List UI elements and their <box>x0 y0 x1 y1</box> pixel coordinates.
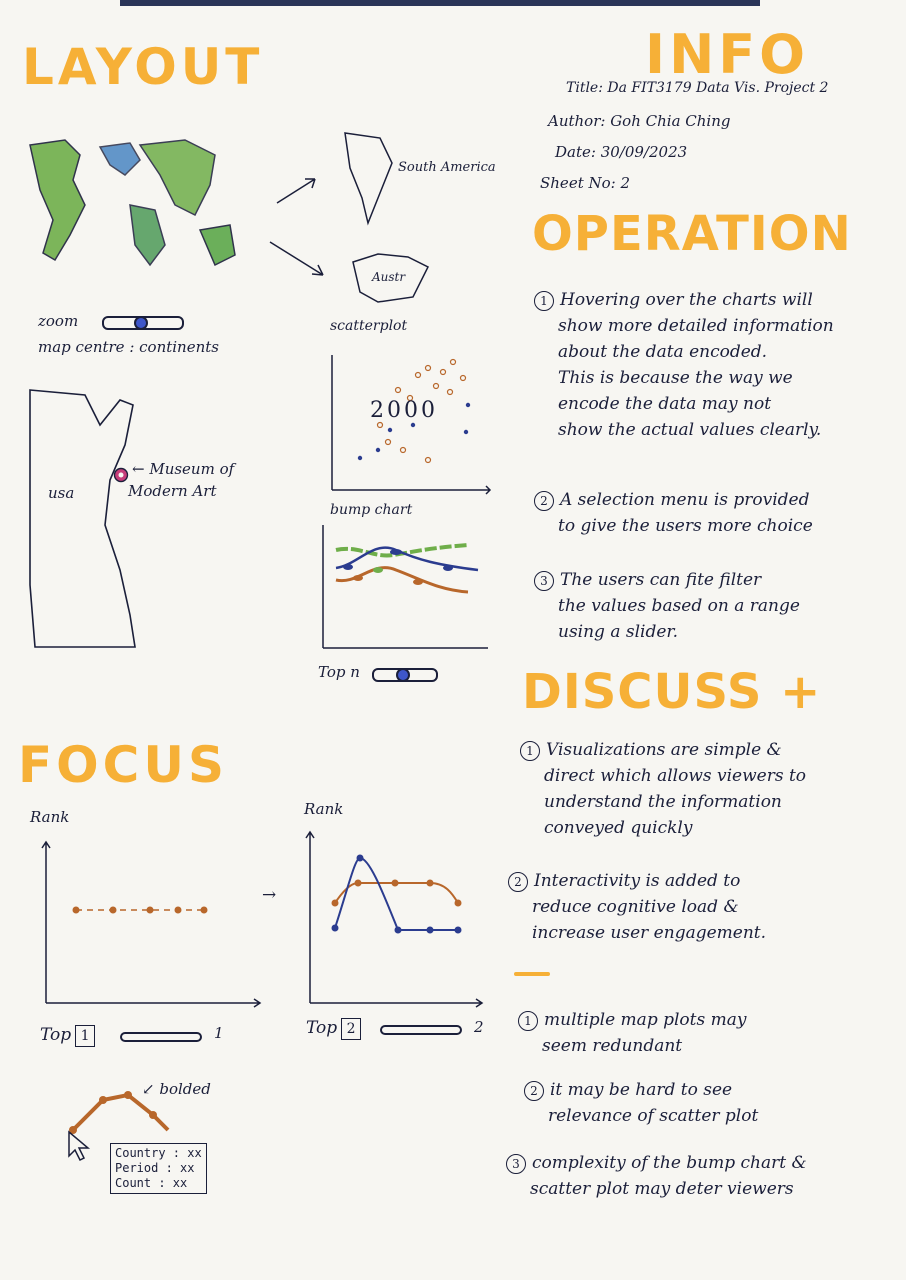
bump-chart-label: bump chart <box>330 502 413 518</box>
usa-label: usa <box>48 484 75 502</box>
museum-label-line-1: ← Museum of <box>132 460 235 478</box>
operation-item-1-line-3: about the data encoded. <box>558 342 768 362</box>
operation-item-1-line-6: show the actual values clearly. <box>558 420 822 440</box>
info-heading: INFO <box>645 23 810 86</box>
operation-item-3-line-2: the values based on a range <box>558 596 800 616</box>
info-sheet: Sheet No: 2 <box>540 174 631 192</box>
topn-label: Top n <box>318 663 360 681</box>
scatterplot-sketch <box>331 355 492 495</box>
zoom-slider-knob[interactable] <box>134 316 148 330</box>
discuss-pro-2-line-3: increase user engagement. <box>532 923 767 943</box>
operation-heading: OPERATION <box>532 206 852 262</box>
world-map-sketch <box>29 139 236 267</box>
discuss-divider <box>514 972 550 976</box>
operation-item-1-line-2: show more detailed information <box>558 316 834 336</box>
discuss-con-1: 1 multiple map plots may seem redundant <box>518 1007 746 1059</box>
discuss-heading: DISCUSS + <box>522 664 822 720</box>
discuss-con-2-line-1: it may be hard to see <box>550 1080 733 1100</box>
operation-item-2-line-2: to give the users more choice <box>558 516 813 536</box>
operation-item-1-line-5: encode the data may not <box>558 394 772 414</box>
focus-heading: FOCUS <box>18 736 228 794</box>
info-date: Date: 30/09/2023 <box>555 143 688 161</box>
discuss-pro-1: 1 Visualizations are simple & direct whic… <box>520 737 806 841</box>
usa-map-outline <box>29 389 136 648</box>
operation-item-1-line-4: This is because the way we <box>558 368 793 388</box>
focus-chart-1 <box>41 840 262 1008</box>
focus-rank-label-1: Rank <box>30 808 70 826</box>
discuss-con-2: 2 it may be hard to see relevance of scat… <box>524 1077 758 1129</box>
discuss-con-3-number: 3 <box>506 1153 526 1174</box>
operation-item-2: 2 A selection menu is provided to give th… <box>534 487 813 539</box>
focus-slider-2[interactable] <box>380 1025 462 1035</box>
focus-top-value-1[interactable]: 1 <box>75 1025 96 1047</box>
arrow-to-australia <box>269 241 324 276</box>
tooltip-box: Country : xx Period : xx Count : xx <box>110 1143 207 1194</box>
discuss-pro-1-number: 1 <box>520 740 540 761</box>
discuss-pro-2-number: 2 <box>508 871 528 892</box>
discuss-pro-1-line-4: conveyed quickly <box>544 818 693 838</box>
discuss-pro-1-line-3: understand the information <box>544 792 782 812</box>
layout-heading: LAYOUT <box>22 38 264 96</box>
focus-rank-label-2: Rank <box>304 800 344 818</box>
discuss-con-3-line-2: scatter plot may deter viewers <box>530 1179 794 1199</box>
zoom-label: zoom <box>38 312 79 330</box>
bolded-label: ↙ bolded <box>142 1080 211 1098</box>
scatterplot-year: 2000 <box>370 398 438 423</box>
operation-item-3-number: 3 <box>534 570 554 591</box>
focus-transition-arrow: → <box>262 885 277 905</box>
discuss-con-1-line-2: seem redundant <box>542 1036 683 1056</box>
info-author: Author: Goh Chia Ching <box>548 112 731 130</box>
operation-item-2-number: 2 <box>534 490 554 511</box>
discuss-pro-2-line-2: reduce cognitive load & <box>532 897 739 917</box>
cursor-icon <box>68 1130 91 1162</box>
operation-item-3-line-3: using a slider. <box>558 622 679 642</box>
discuss-pro-1-line-2: direct which allows viewers to <box>544 766 807 786</box>
museum-label-line-2: Modern Art <box>128 482 217 500</box>
focus-top-text-2: Top <box>306 1018 338 1038</box>
focus-slider-end-2: 2 <box>474 1018 484 1036</box>
info-title: Title: Da FIT3179 Data Vis. Project 2 <box>566 80 829 96</box>
focus-chart-2 <box>305 830 484 1008</box>
top-edge-band <box>120 0 760 6</box>
discuss-con-2-number: 2 <box>524 1080 544 1101</box>
museum-marker[interactable] <box>113 467 129 483</box>
bolded-line-sketch <box>69 1091 170 1134</box>
topn-slider-knob[interactable] <box>396 668 410 682</box>
operation-item-3: 3 The users can fite filter the values ba… <box>534 567 800 645</box>
bump-chart-sketch <box>322 525 488 649</box>
tooltip-line-period: Period : xx <box>115 1161 195 1175</box>
zoom-slider[interactable] <box>102 316 184 330</box>
discuss-pro-1-line-1: Visualizations are simple & <box>546 740 782 760</box>
discuss-con-3-line-1: complexity of the bump chart & <box>532 1153 807 1173</box>
focus-slider-end-1: 1 <box>214 1024 224 1042</box>
operation-item-2-line-1: A selection menu is provided <box>560 490 810 510</box>
scatterplot-label: scatterplot <box>330 318 408 334</box>
tooltip-line-country: Country : xx <box>115 1146 202 1160</box>
discuss-pro-2-line-1: Interactivity is added to <box>534 871 741 891</box>
discuss-con-1-number: 1 <box>518 1010 538 1031</box>
map-centre-label: map centre : continents <box>38 338 219 356</box>
operation-item-1-line-1: Hovering over the charts will <box>560 290 813 310</box>
operation-item-3-line-1: The users can fite filter <box>560 570 762 590</box>
focus-top-value-2[interactable]: 2 <box>341 1018 362 1040</box>
operation-item-1: 1 Hovering over the charts will show more… <box>534 287 834 443</box>
topn-slider[interactable] <box>372 668 438 682</box>
south-america-label: South America <box>398 160 496 175</box>
tooltip-line-count: Count : xx <box>115 1176 188 1190</box>
focus-slider-1[interactable] <box>120 1032 202 1042</box>
focus-top-text-1: Top <box>40 1025 72 1045</box>
south-america-outline <box>344 132 393 226</box>
australia-outline <box>352 253 430 303</box>
discuss-con-1-line-1: multiple map plots may <box>544 1010 747 1030</box>
australia-label: Austr <box>372 270 406 284</box>
operation-item-1-number: 1 <box>534 290 554 311</box>
discuss-con-2-line-2: relevance of scatter plot <box>548 1106 759 1126</box>
discuss-con-3: 3 complexity of the bump chart & scatter … <box>506 1150 807 1202</box>
discuss-pro-2: 2 Interactivity is added to reduce cognit… <box>508 868 766 946</box>
arrow-to-south-america <box>276 178 316 204</box>
